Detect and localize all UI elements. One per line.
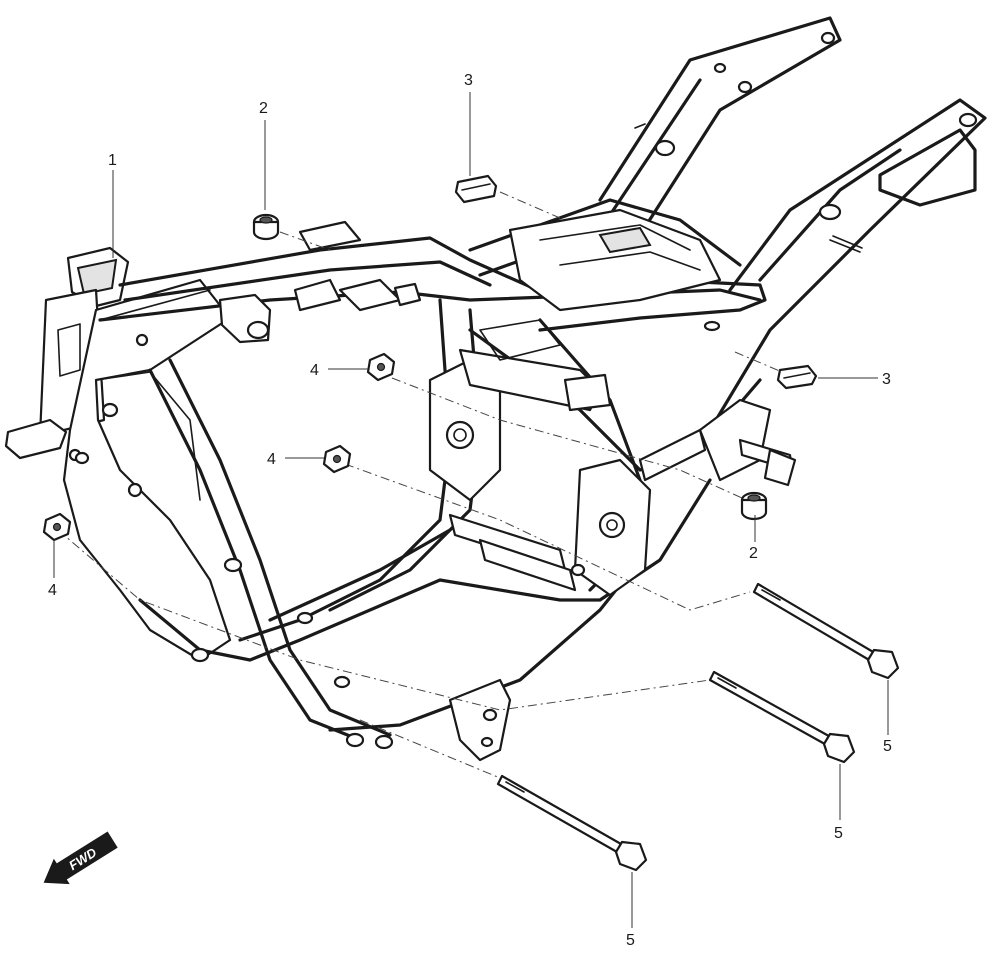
- callout-3-right: 3: [882, 371, 891, 388]
- callout-5-lower: 5: [626, 932, 635, 949]
- bolt-part-5-upper: [752, 582, 900, 680]
- callout-1-frame: 1: [108, 152, 117, 169]
- callout-5-upper: 5: [883, 738, 892, 755]
- callout-4-left: 4: [48, 582, 57, 599]
- bolt-part-5-lower: [496, 774, 648, 872]
- callout-2-upper: 2: [259, 100, 268, 117]
- nut-part-4-upper: [366, 352, 396, 382]
- nut-part-4-middle: [322, 444, 352, 474]
- callout-5-middle: 5: [834, 825, 843, 842]
- forward-arrow-icon: FWD: [43, 831, 118, 885]
- bushing-part-2-upper: [252, 213, 280, 241]
- main-frame: [4, 16, 987, 762]
- grommet-part-3-upper: [454, 174, 498, 204]
- nut-part-4-left: [42, 512, 72, 542]
- bolt-part-5-middle: [708, 670, 856, 764]
- battery-tray: [508, 208, 722, 312]
- leader-lines: [53, 92, 889, 928]
- callout-4-upper: 4: [310, 362, 319, 379]
- lower-mount-bracket: [448, 678, 512, 762]
- assembly-lines: [57, 191, 783, 779]
- left-gusset-plate: [62, 278, 232, 662]
- rear-shock-mount: [698, 398, 772, 482]
- callout-4-middle: 4: [267, 451, 276, 468]
- grommet-part-3-lower: [776, 364, 818, 390]
- callout-3-upper: 3: [464, 72, 473, 89]
- bushing-part-2-lower: [740, 491, 768, 521]
- callout-2-lower: 2: [749, 545, 758, 562]
